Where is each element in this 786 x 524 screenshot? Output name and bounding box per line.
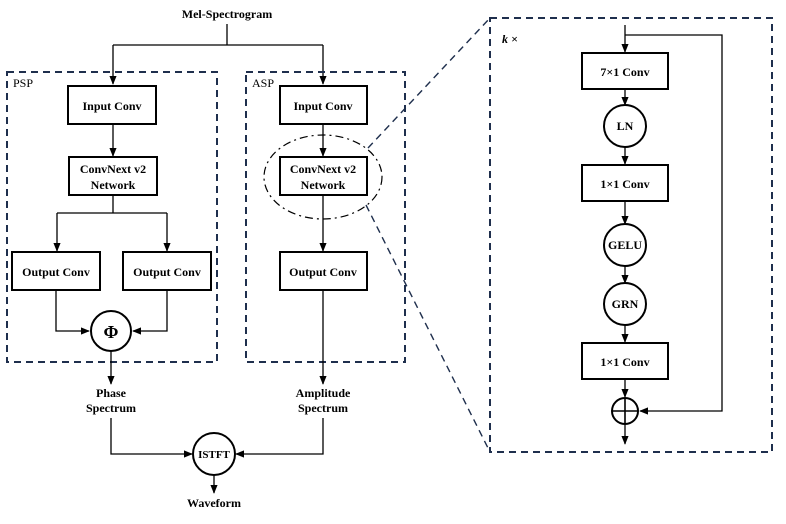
psp-arrow-left-to-phi — [55, 290, 90, 335]
asp-network-text-2: Network — [301, 178, 346, 192]
ln-text: LN — [617, 119, 634, 133]
psp-network-box: ConvNext v2 Network — [68, 156, 158, 196]
psp-label: PSP — [13, 76, 33, 90]
ln-node: LN — [603, 104, 647, 148]
phase-label-2: Spectrum — [86, 401, 136, 415]
psp-arrow-right-to-phi — [132, 290, 168, 335]
residual-connection — [625, 34, 723, 415]
asp-network-text-1: ConvNext v2 — [290, 162, 356, 176]
conv1b-text: 1×1 Conv — [600, 355, 649, 369]
psp-output-conv-left-box: Output Conv — [11, 251, 101, 291]
arrow-phase-to-istft — [110, 418, 193, 458]
phi-symbol: Φ — [104, 322, 119, 342]
psp-output-conv-right-box: Output Conv — [122, 251, 212, 291]
phi-node: Φ — [90, 310, 132, 352]
zoom-line-bottom — [365, 204, 491, 453]
conv7-box: 7×1 Conv — [581, 52, 669, 90]
asp-input-conv-box: Input Conv — [279, 85, 368, 125]
phase-label-1: Phase — [96, 386, 127, 400]
grn-text: GRN — [612, 297, 639, 311]
conv1a-box: 1×1 Conv — [581, 164, 669, 202]
psp-input-conv-text: Input Conv — [82, 99, 141, 113]
asp-output-conv-text: Output Conv — [289, 265, 357, 279]
psp-network-text-1: ConvNext v2 — [80, 162, 146, 176]
psp-output-conv-left-text: Output Conv — [22, 265, 90, 279]
block-detail-region — [489, 17, 773, 453]
zoom-line-top — [367, 17, 491, 149]
gelu-text: GELU — [608, 238, 642, 252]
asp-output-conv-box: Output Conv — [279, 251, 368, 291]
psp-network-text-2: Network — [91, 178, 136, 192]
istft-node: ISTFT — [192, 432, 236, 476]
istft-text: ISTFT — [198, 449, 230, 461]
psp-output-conv-right-text: Output Conv — [133, 265, 201, 279]
conv1b-box: 1×1 Conv — [581, 342, 669, 380]
repeat-label: k × — [502, 32, 518, 46]
mel-spectrogram-label: Mel-Spectrogram — [182, 7, 272, 21]
conv1a-text: 1×1 Conv — [600, 177, 649, 191]
asp-region — [245, 71, 406, 363]
add-node-icon — [611, 397, 639, 425]
asp-network-box: ConvNext v2 Network — [279, 156, 368, 196]
gelu-node: GELU — [603, 223, 647, 267]
psp-region — [6, 71, 218, 363]
asp-label: ASP — [252, 76, 274, 90]
conv7-text: 7×1 Conv — [600, 65, 649, 79]
psp-input-conv-box: Input Conv — [67, 85, 157, 125]
amplitude-label-1: Amplitude — [296, 386, 351, 400]
asp-input-conv-text: Input Conv — [293, 99, 352, 113]
amplitude-label-2: Spectrum — [298, 401, 348, 415]
grn-node: GRN — [603, 282, 647, 326]
arrow-amplitude-to-istft — [235, 418, 324, 458]
waveform-label: Waveform — [187, 496, 241, 510]
